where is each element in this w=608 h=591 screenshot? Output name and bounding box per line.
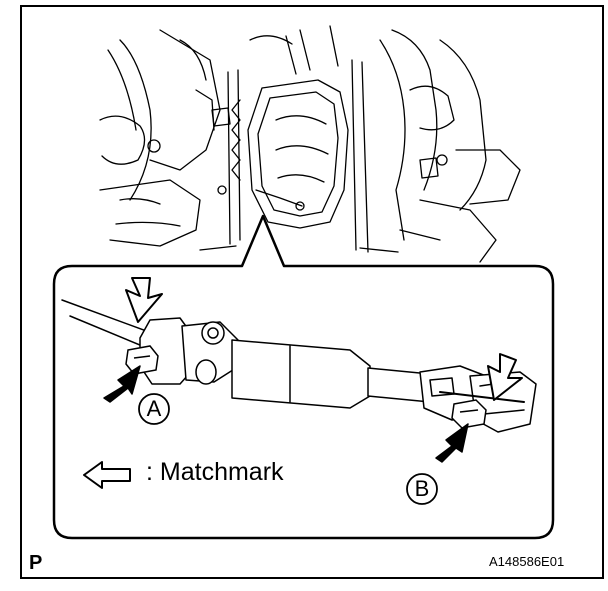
- bolt-b-pointer-arrow-icon: [435, 423, 469, 463]
- figure-id: A148586E01: [489, 554, 565, 569]
- legend-matchmark-arrow-icon: [83, 461, 131, 489]
- propeller-shaft: [61, 299, 537, 433]
- legend-label: : Matchmark: [146, 460, 284, 485]
- callout-letter-a: A: [146, 396, 162, 421]
- transmission-background-art: [99, 25, 521, 263]
- page-code: P: [29, 552, 43, 574]
- callout-circle-a: [138, 393, 170, 425]
- legend-separator: :: [146, 458, 153, 486]
- bolt-b: [451, 399, 487, 429]
- matchmark-arrow-right-icon: [487, 353, 523, 401]
- callout-circle-b: [406, 473, 438, 505]
- bolt-a: [125, 345, 159, 375]
- legend-matchmark-text: Matchmark: [159, 458, 284, 486]
- matchmark-arrow-left-icon: [125, 277, 163, 323]
- callout-letter-b: B: [414, 476, 430, 501]
- bolt-a-pointer-arrow-icon: [103, 365, 141, 403]
